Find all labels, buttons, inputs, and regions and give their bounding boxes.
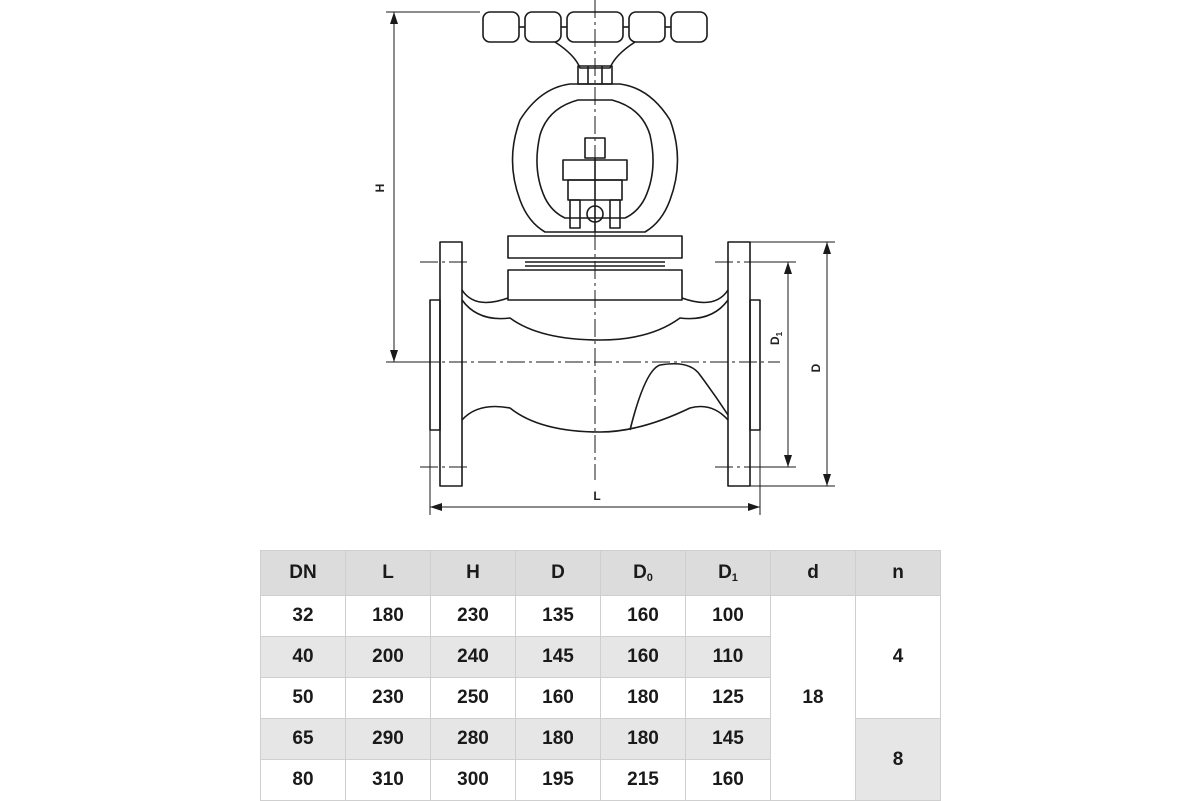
table-cell: 215 (600, 759, 686, 801)
header-l: L (345, 550, 431, 596)
bolt-count-cell: 8 (855, 718, 941, 801)
table-cell: 180 (600, 718, 686, 760)
table-cell: 160 (685, 759, 771, 801)
table-cell: 80 (260, 759, 346, 801)
table-cell: 110 (685, 636, 771, 678)
bolt-count-cell: 4 (855, 595, 941, 719)
table-cell: 300 (430, 759, 516, 801)
table-cell: 250 (430, 677, 516, 719)
header-h: H (430, 550, 516, 596)
table-cell: 135 (515, 595, 601, 637)
table-cell: 310 (345, 759, 431, 801)
table-row: 65 290 280 180 180 145 8 (260, 718, 941, 801)
table-cell: 195 (515, 759, 601, 801)
table-cell: 145 (685, 718, 771, 760)
table-cell: 125 (685, 677, 771, 719)
header-bolt-count-n: n (855, 550, 941, 596)
valve-body (429, 241, 761, 487)
table-cell: 230 (430, 595, 516, 637)
dimension-l-label: L (593, 489, 600, 503)
table-cell: 65 (260, 718, 346, 760)
table-cell: 160 (515, 677, 601, 719)
table-header-row: DN L H D D0 D1 d n (260, 550, 941, 596)
table-cell: 180 (515, 718, 601, 760)
table-row: 40 200 240 145 160 110 (260, 636, 941, 678)
table-cell: 230 (345, 677, 431, 719)
table-cell: 40 (260, 636, 346, 678)
table-cell: 290 (345, 718, 431, 760)
header-d: D (515, 550, 601, 596)
header-bolt-hole-d: d (770, 550, 856, 596)
header-d1: D1 (685, 550, 771, 596)
dimension-h-label: H (373, 184, 387, 193)
table-cell: 32 (260, 595, 346, 637)
table-cell: 100 (685, 595, 771, 637)
header-d0: D0 (600, 550, 686, 596)
table-row: 32 180 230 135 160 100 18 4 (260, 595, 941, 801)
header-dn: DN (260, 550, 346, 596)
table-cell: 145 (515, 636, 601, 678)
table-cell: 50 (260, 677, 346, 719)
dimension-d1-label: D1 (768, 331, 784, 345)
table-cell: 200 (345, 636, 431, 678)
table-cell: 240 (430, 636, 516, 678)
dimension-d-label: D (809, 363, 823, 372)
valve-drawing: H L D1 D (373, 0, 835, 515)
bolt-hole-d-cell: 18 (770, 595, 856, 801)
table-cell: 180 (600, 677, 686, 719)
table-cell: 280 (430, 718, 516, 760)
table-cell: 160 (600, 595, 686, 637)
dimension-table: DN L H D D0 D1 d n 32 180 230 135 160 10… (260, 550, 941, 801)
table-row: 80 310 300 195 215 160 (260, 759, 941, 801)
table-cell: 180 (345, 595, 431, 637)
table-cell: 160 (600, 636, 686, 678)
